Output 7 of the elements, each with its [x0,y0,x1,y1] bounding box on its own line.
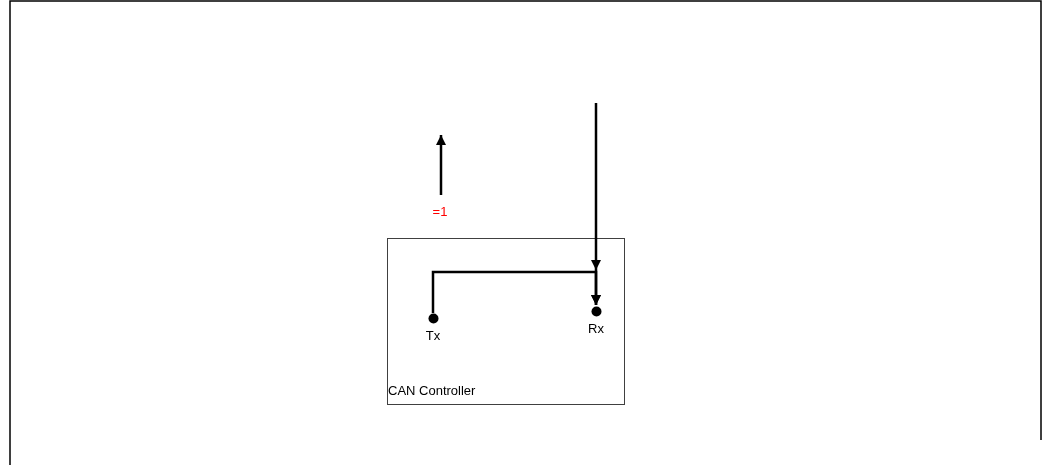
signal-value: =1 [432,205,448,221]
pin-label: Rx [588,322,604,335]
signal-arrow [436,135,446,195]
pin-label: Tx [425,329,441,342]
controller-box [387,238,625,405]
signal-arrow [591,103,601,305]
box-label: CAN Controller [388,384,476,397]
